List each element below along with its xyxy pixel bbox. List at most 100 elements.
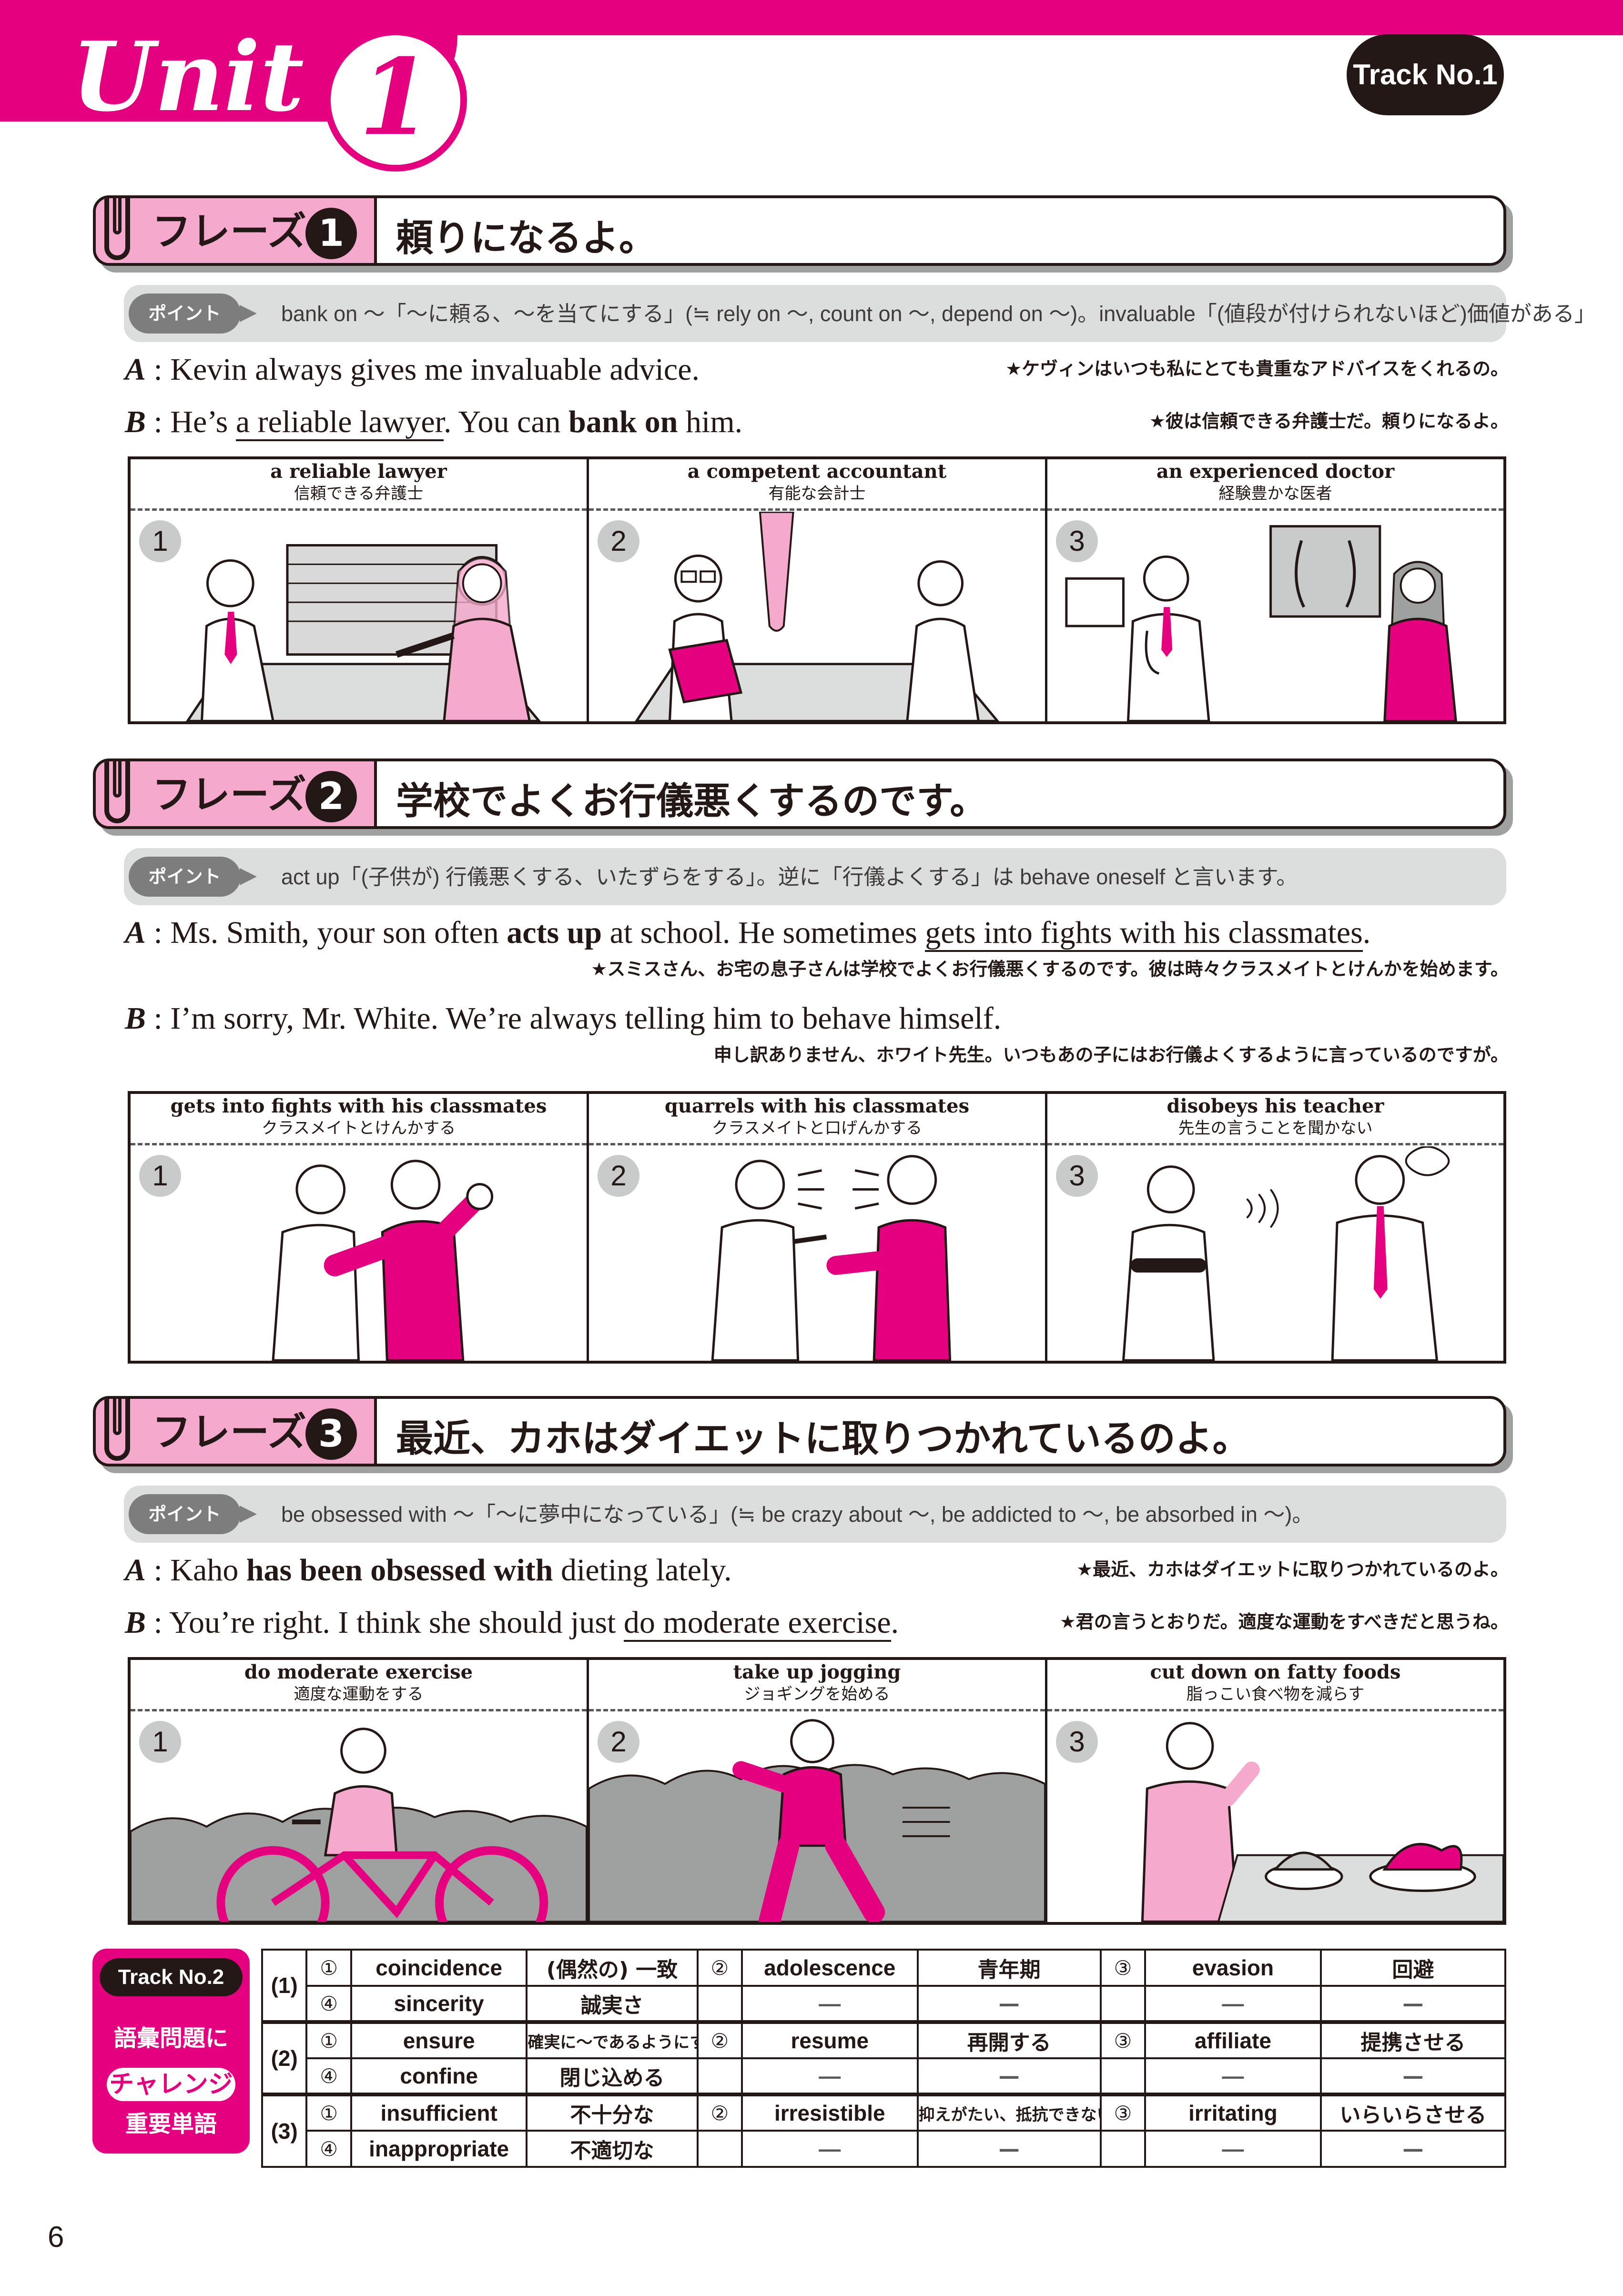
panel-caption: an experienced doctor 経験豊かな医者 xyxy=(1047,459,1503,511)
vocab-word: confine xyxy=(350,2057,528,2095)
dialogue-b: B : I’m sorry, Mr. White. We’re always t… xyxy=(125,1001,1002,1036)
panel-number: 3 xyxy=(1056,520,1098,562)
vocab-word: irresistible xyxy=(741,2093,919,2132)
phrase-label-area: フレーズ 2 xyxy=(96,761,377,826)
key-phrase: has been obsessed with xyxy=(246,1553,553,1588)
unit-number-circle: 1 xyxy=(324,29,467,172)
dialogue-a: A : Ms. Smith, your son often acts up at… xyxy=(125,915,1370,952)
illustration-panel: a reliable lawyer 信頼できる弁護士 1 xyxy=(131,459,589,721)
caption-en: take up jogging xyxy=(733,1661,901,1683)
illustration-panel: disobeys his teacher 先生の言うことを聞かない 3 xyxy=(1047,1094,1503,1361)
vocab-meaning: — xyxy=(916,1985,1102,2023)
paperclip-icon xyxy=(104,198,130,260)
phrase-number: 3 xyxy=(305,1408,357,1460)
point-text: bank on ～「～に頼る、～を当てにする」(≒ rely on ～, cou… xyxy=(281,302,1596,326)
speaker-label: B xyxy=(125,1605,146,1640)
vocab-item-number: ① xyxy=(305,2093,352,2132)
vocab-word: ensure xyxy=(350,2020,528,2059)
vocab-word: sincerity xyxy=(350,1985,528,2023)
cycling-illustration xyxy=(131,1728,587,1922)
vocab-item-number: ① xyxy=(305,1949,352,1987)
underlined-phrase: do moderate exercise xyxy=(623,1605,891,1642)
illustration-panel: do moderate exercise 適度な運動をする 1 xyxy=(131,1660,589,1922)
quarrel-illustration xyxy=(711,1155,952,1361)
caption-en: an experienced doctor xyxy=(1156,460,1395,483)
panel-caption: cut down on fatty foods 脂っこい食べ物を減らす xyxy=(1047,1660,1503,1711)
panel-caption: a competent accountant 有能な会計士 xyxy=(589,459,1045,511)
vocab-item-number xyxy=(696,2130,743,2168)
vocab-item-number xyxy=(696,2057,743,2095)
panel-caption: gets into fights with his classmates クラス… xyxy=(131,1094,587,1145)
panel-number: 3 xyxy=(1056,1721,1098,1763)
vocab-word: insufficient xyxy=(350,2093,528,2132)
vocab-word: evasion xyxy=(1144,1949,1322,1987)
point-text: be obsessed with ～「～に夢中になっている」(≒ be craz… xyxy=(281,1502,1314,1527)
vocab-item-number: ④ xyxy=(305,2057,352,2095)
caption-jp: 有能な会計士 xyxy=(768,484,866,503)
phrase-number: 2 xyxy=(305,771,357,822)
phrase-label: フレーズ xyxy=(152,772,306,818)
vocab-meaning: — xyxy=(1319,2130,1507,2168)
vocab-meaning: 提携させる xyxy=(1319,2020,1507,2059)
vocab-word: — xyxy=(1144,2057,1322,2095)
caption-en: disobeys his teacher xyxy=(1167,1095,1384,1117)
vocab-item-number: ③ xyxy=(1099,2093,1146,2132)
track-badge[interactable]: Track No.2 xyxy=(100,1958,243,1996)
dialogue-b-translation: ★彼は信頼できる弁護士だ。頼りになるよ。 xyxy=(1149,411,1509,432)
vocab-meaning: 回避 xyxy=(1319,1949,1507,1987)
vocab-meaning: 不十分な xyxy=(526,2093,699,2132)
dialogue-a-translation: ★最近、カホはダイエットに取りつかれているのよ。 xyxy=(1076,1559,1509,1580)
panel-number: 2 xyxy=(598,1721,639,1763)
vocab-meaning: 閉じ込める xyxy=(526,2057,699,2095)
caption-jp: 先生の言うことを聞かない xyxy=(1178,1119,1373,1138)
dialogue-a: A : Kaho has been obsessed with dieting … xyxy=(125,1553,732,1588)
speaker-label: A xyxy=(125,352,146,387)
caption-en: a reliable lawyer xyxy=(270,460,447,483)
vocab-meaning: 抑えがたい、抵抗できない xyxy=(916,2093,1102,2132)
track-badge[interactable]: Track No.1 xyxy=(1347,34,1504,115)
panel-number: 2 xyxy=(598,520,639,562)
vocab-group-label: (1) xyxy=(261,1949,308,2023)
phrase-label: フレーズ xyxy=(152,209,306,254)
vocab-item-number xyxy=(1099,1985,1146,2023)
fight-illustration xyxy=(272,1160,494,1361)
vocab-word: irritating xyxy=(1144,2093,1322,2132)
illustration-panels: do moderate exercise 適度な運動をする 1 take up … xyxy=(128,1657,1506,1925)
caption-en: gets into fights with his classmates xyxy=(170,1095,547,1117)
point-badge: ポイント xyxy=(129,293,257,334)
vocab-word: — xyxy=(741,2130,919,2168)
point-bar: ポイント act up「(子供が) 行儀悪くする、いたずらをする」。逆に「行儀よ… xyxy=(124,848,1506,905)
underlined-phrase: a reliable lawyer xyxy=(235,405,444,441)
page-number: 6 xyxy=(48,2221,64,2254)
phrase-label-area: フレーズ 1 xyxy=(96,198,377,263)
challenge-label: チャレンジ xyxy=(107,2068,235,2101)
illustration-panel: a competent accountant 有能な会計士 2 xyxy=(589,459,1047,721)
panel-number: 1 xyxy=(139,520,181,562)
vocab-item-number xyxy=(1099,2057,1146,2095)
paperclip-icon xyxy=(104,1399,130,1461)
vocab-item-number: ④ xyxy=(305,2130,352,2168)
illustration-panel: take up jogging ジョギングを始める 2 xyxy=(589,1660,1047,1922)
vocab-word: resume xyxy=(741,2020,919,2059)
caption-jp: 信頼できる弁護士 xyxy=(294,484,424,503)
caption-en: cut down on fatty foods xyxy=(1150,1661,1401,1683)
vocab-word: coincidence xyxy=(350,1949,528,1987)
vocab-item-number: ② xyxy=(696,2020,743,2059)
point-text: act up「(子供が) 行儀悪くする、いたずらをする」。逆に「行儀よくする」は… xyxy=(281,865,1298,889)
unit-number: 1 xyxy=(359,35,432,159)
caption-jp: 経験豊かな医者 xyxy=(1218,484,1332,503)
vocab-meaning: いらいらさせる xyxy=(1319,2093,1507,2132)
vocab-item-number xyxy=(1099,2130,1146,2168)
phrase-label: フレーズ xyxy=(152,1410,306,1455)
vocab-group-label: (3) xyxy=(261,2093,308,2168)
unit-title: Unit xyxy=(71,21,304,133)
dialogue-b: B : He’s a reliable lawyer. You can bank… xyxy=(125,404,742,441)
dialogue-a-translation: ★ケヴィンはいつも私にとても貴重なアドバイスをくれるの。 xyxy=(1005,358,1509,379)
disobey-illustration xyxy=(1122,1146,1450,1361)
accountant-illustration xyxy=(635,512,1000,721)
speaker-label: A xyxy=(125,1553,146,1588)
vocab-meaning: — xyxy=(916,2057,1102,2095)
caption-en: quarrels with his classmates xyxy=(664,1095,970,1117)
phrase-3-header: フレーズ 3 最近、カホはダイエットに取りつかれているのよ。 xyxy=(93,1396,1506,1467)
